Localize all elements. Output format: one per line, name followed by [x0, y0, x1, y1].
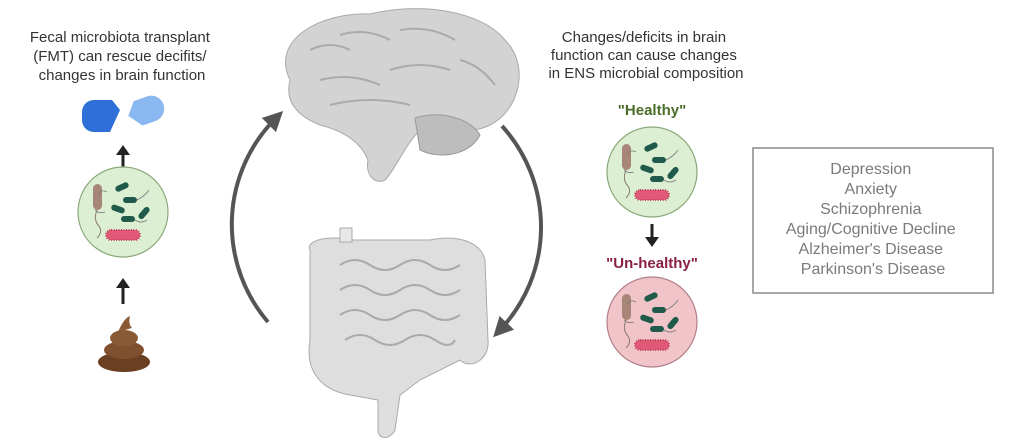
arrow-down-icon	[645, 224, 659, 247]
microbiota-circle-healthy	[606, 126, 698, 218]
intestine-illustration	[308, 227, 489, 438]
ens-caption: Changes/deficits in brain function can c…	[548, 29, 743, 82]
arrow-up-icon	[116, 278, 130, 304]
unhealthy-label: "Un-healthy"	[606, 255, 698, 272]
disorders-box	[752, 147, 994, 294]
microbiota-circle-unhealthy	[606, 276, 698, 368]
cycle-arrow-gut-to-brain	[229, 110, 284, 324]
capsule-icon	[82, 95, 165, 132]
fmt-caption: Fecal microbiota transplant (FMT) can re…	[30, 29, 214, 84]
healthy-label: "Healthy"	[618, 102, 686, 119]
microbiota-circle-fmt	[77, 166, 169, 258]
brain-illustration	[284, 8, 520, 182]
disorders-list: Depression Anxiety Schizophrenia Aging/C…	[786, 161, 960, 278]
stool-icon	[98, 316, 150, 372]
cycle-arrow-brain-to-gut	[493, 124, 544, 338]
